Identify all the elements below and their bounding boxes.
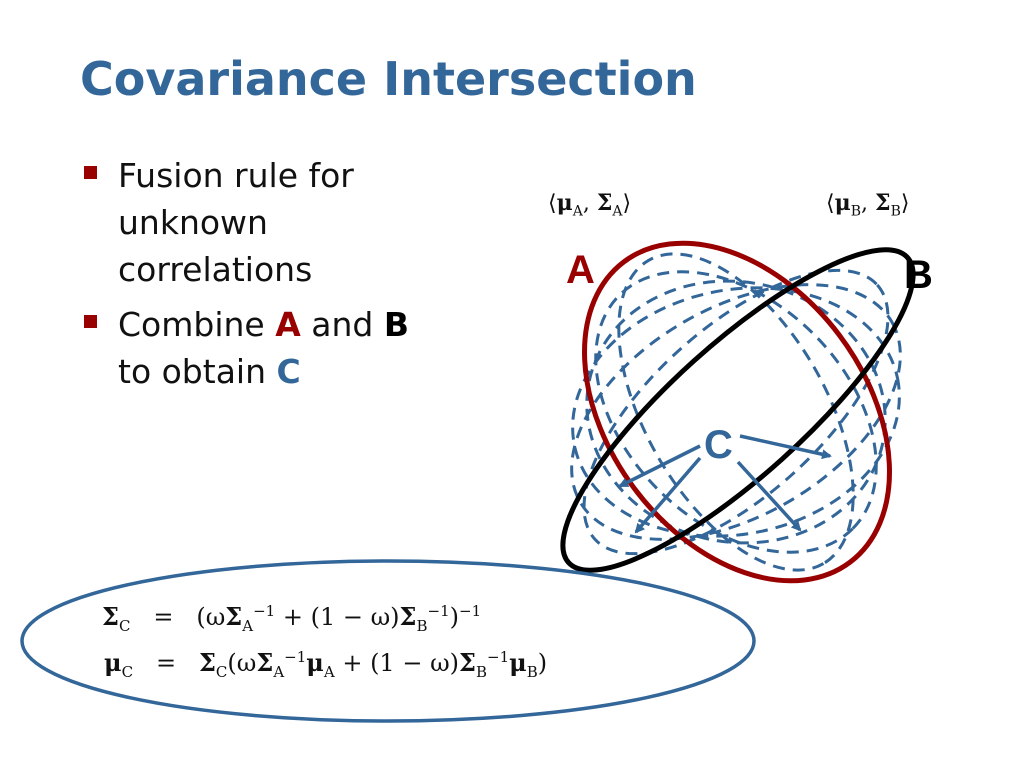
fused-ellipse-3 xyxy=(571,286,901,538)
fused-ellipse-1 xyxy=(582,268,890,556)
bullet-marker xyxy=(84,315,97,328)
c-arrows xyxy=(618,434,832,534)
label-b: B xyxy=(904,253,933,297)
label-a: A xyxy=(566,248,595,292)
bullet-item-fusion-rule: Fusion rule for unknown correlations xyxy=(82,152,502,293)
bullet-1-line-3: correlations xyxy=(118,250,313,289)
arrow-c-1 xyxy=(618,444,701,488)
fused-ellipse-5 xyxy=(594,270,878,554)
bullet-marker xyxy=(84,166,97,179)
arrow-c-4 xyxy=(739,434,832,460)
bullet-2-line-2: to obtain C xyxy=(118,352,301,391)
bullet-item-combine: Combine A and B to obtain C xyxy=(82,301,502,395)
inline-label-c: C xyxy=(276,352,301,391)
arrow-c-3 xyxy=(736,460,802,532)
bullet-1-line-2: unknown xyxy=(118,203,268,242)
inline-label-a: A xyxy=(275,305,301,344)
bullet-list: Fusion rule for unknown correlations Com… xyxy=(82,152,502,403)
ellipse-a xyxy=(582,240,892,584)
inline-label-b: B xyxy=(383,305,409,344)
slide-title: Covariance Intersection xyxy=(80,52,697,106)
bullet-2-line-1: Combine A and B xyxy=(118,305,409,344)
equation-sigma-c: ΣC = (ωΣA−1 + (1 − ω)ΣB−1)−1 xyxy=(102,602,482,635)
fused-ellipse-6 xyxy=(617,252,855,572)
estimate-b-label: ⟨μB, ΣB⟩ xyxy=(826,190,910,220)
bullet-1-line-1: Fusion rule for xyxy=(118,156,354,195)
equation-outline xyxy=(20,559,756,723)
label-c: C xyxy=(704,423,733,467)
arrow-c-2 xyxy=(634,456,702,534)
fused-ellipse-2 xyxy=(570,283,902,541)
estimate-a-label: ⟨μA, ΣA⟩ xyxy=(548,190,632,220)
ellipse-b xyxy=(560,247,916,573)
equation-mu-c: μC = ΣC(ωΣA−1μA + (1 − ω)ΣB−1μB) xyxy=(104,648,548,681)
